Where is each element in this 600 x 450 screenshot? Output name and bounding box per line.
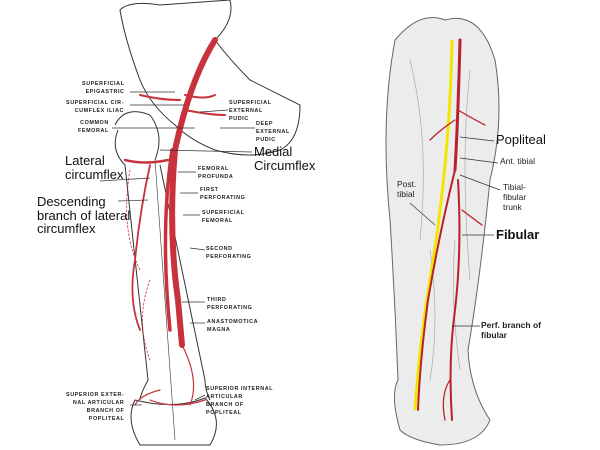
lateral-circumflex-artery [123,158,170,164]
label-common-femoral: COMMON FEMORAL [78,120,109,135]
femur-shaft-right [159,164,211,401]
descending-branch-artery [131,164,151,331]
fibular-artery [449,179,461,421]
femoral-artery [169,37,218,348]
label-tibial-fibular-trunk: Tibial- fibular trunk [503,182,527,212]
label-ant-tibial: Ant. tibial [500,156,535,166]
label-superficial-external-pudic: SUPERFICIAL EXTERNAL PUDIC [229,100,272,123]
label-medial-circumflex: Medial Circumflex [254,144,316,173]
label-deep-external-pudic: DEEP EXTERNAL PUDIC [256,121,290,144]
post-tibial-artery [417,169,456,411]
profunda-artery [163,148,174,332]
femur-shaft-left [114,129,149,401]
label-perf-branch-fibular: Perf. branch of fibular [481,320,541,340]
label-superior-external-articular: SUPERIOR EXTER- NAL ARTICULAR BRANCH OF … [66,392,125,423]
sciatic-nerve [413,39,454,411]
label-second-perforating: SECOND PERFORATING [206,246,252,261]
label-post-tibial: Post. tibial [397,179,417,199]
label-popliteal: Popliteal [496,132,546,147]
label-first-perforating: FIRST PERFORATING [200,187,246,202]
label-superficial-circumflex-iliac: SUPERFICIAL CIR- CUMFLEX ILIAC [66,100,125,115]
label-lateral-circumflex: Lateral circumflex [65,153,124,182]
label-descending-branch: Descending branch of lateral circumflex [37,194,131,237]
label-superficial-epigastric: SUPERFICIAL EPIGASTRIC [82,81,125,96]
label-femoral-profunda: FEMORAL PROFUNDA [198,166,234,181]
articular-arteries [134,344,206,406]
label-third-perforating: THIRD PERFORATING [207,297,253,312]
pelvis-outline [119,0,301,156]
femur-head [114,111,160,161]
pudic-arteries [139,94,226,116]
label-superficial-femoral: SUPERFICIAL FEMORAL [202,210,245,225]
leg-outline [385,17,500,446]
popliteal-artery [453,38,462,172]
label-fibular: Fibular [496,227,540,242]
label-anastomotica-magna: ANASTOMOTICA MAGNA [207,319,259,334]
label-superior-internal-articular: SUPERIOR INTERNAL ARTICULAR BRANCH OF PO… [206,386,274,417]
